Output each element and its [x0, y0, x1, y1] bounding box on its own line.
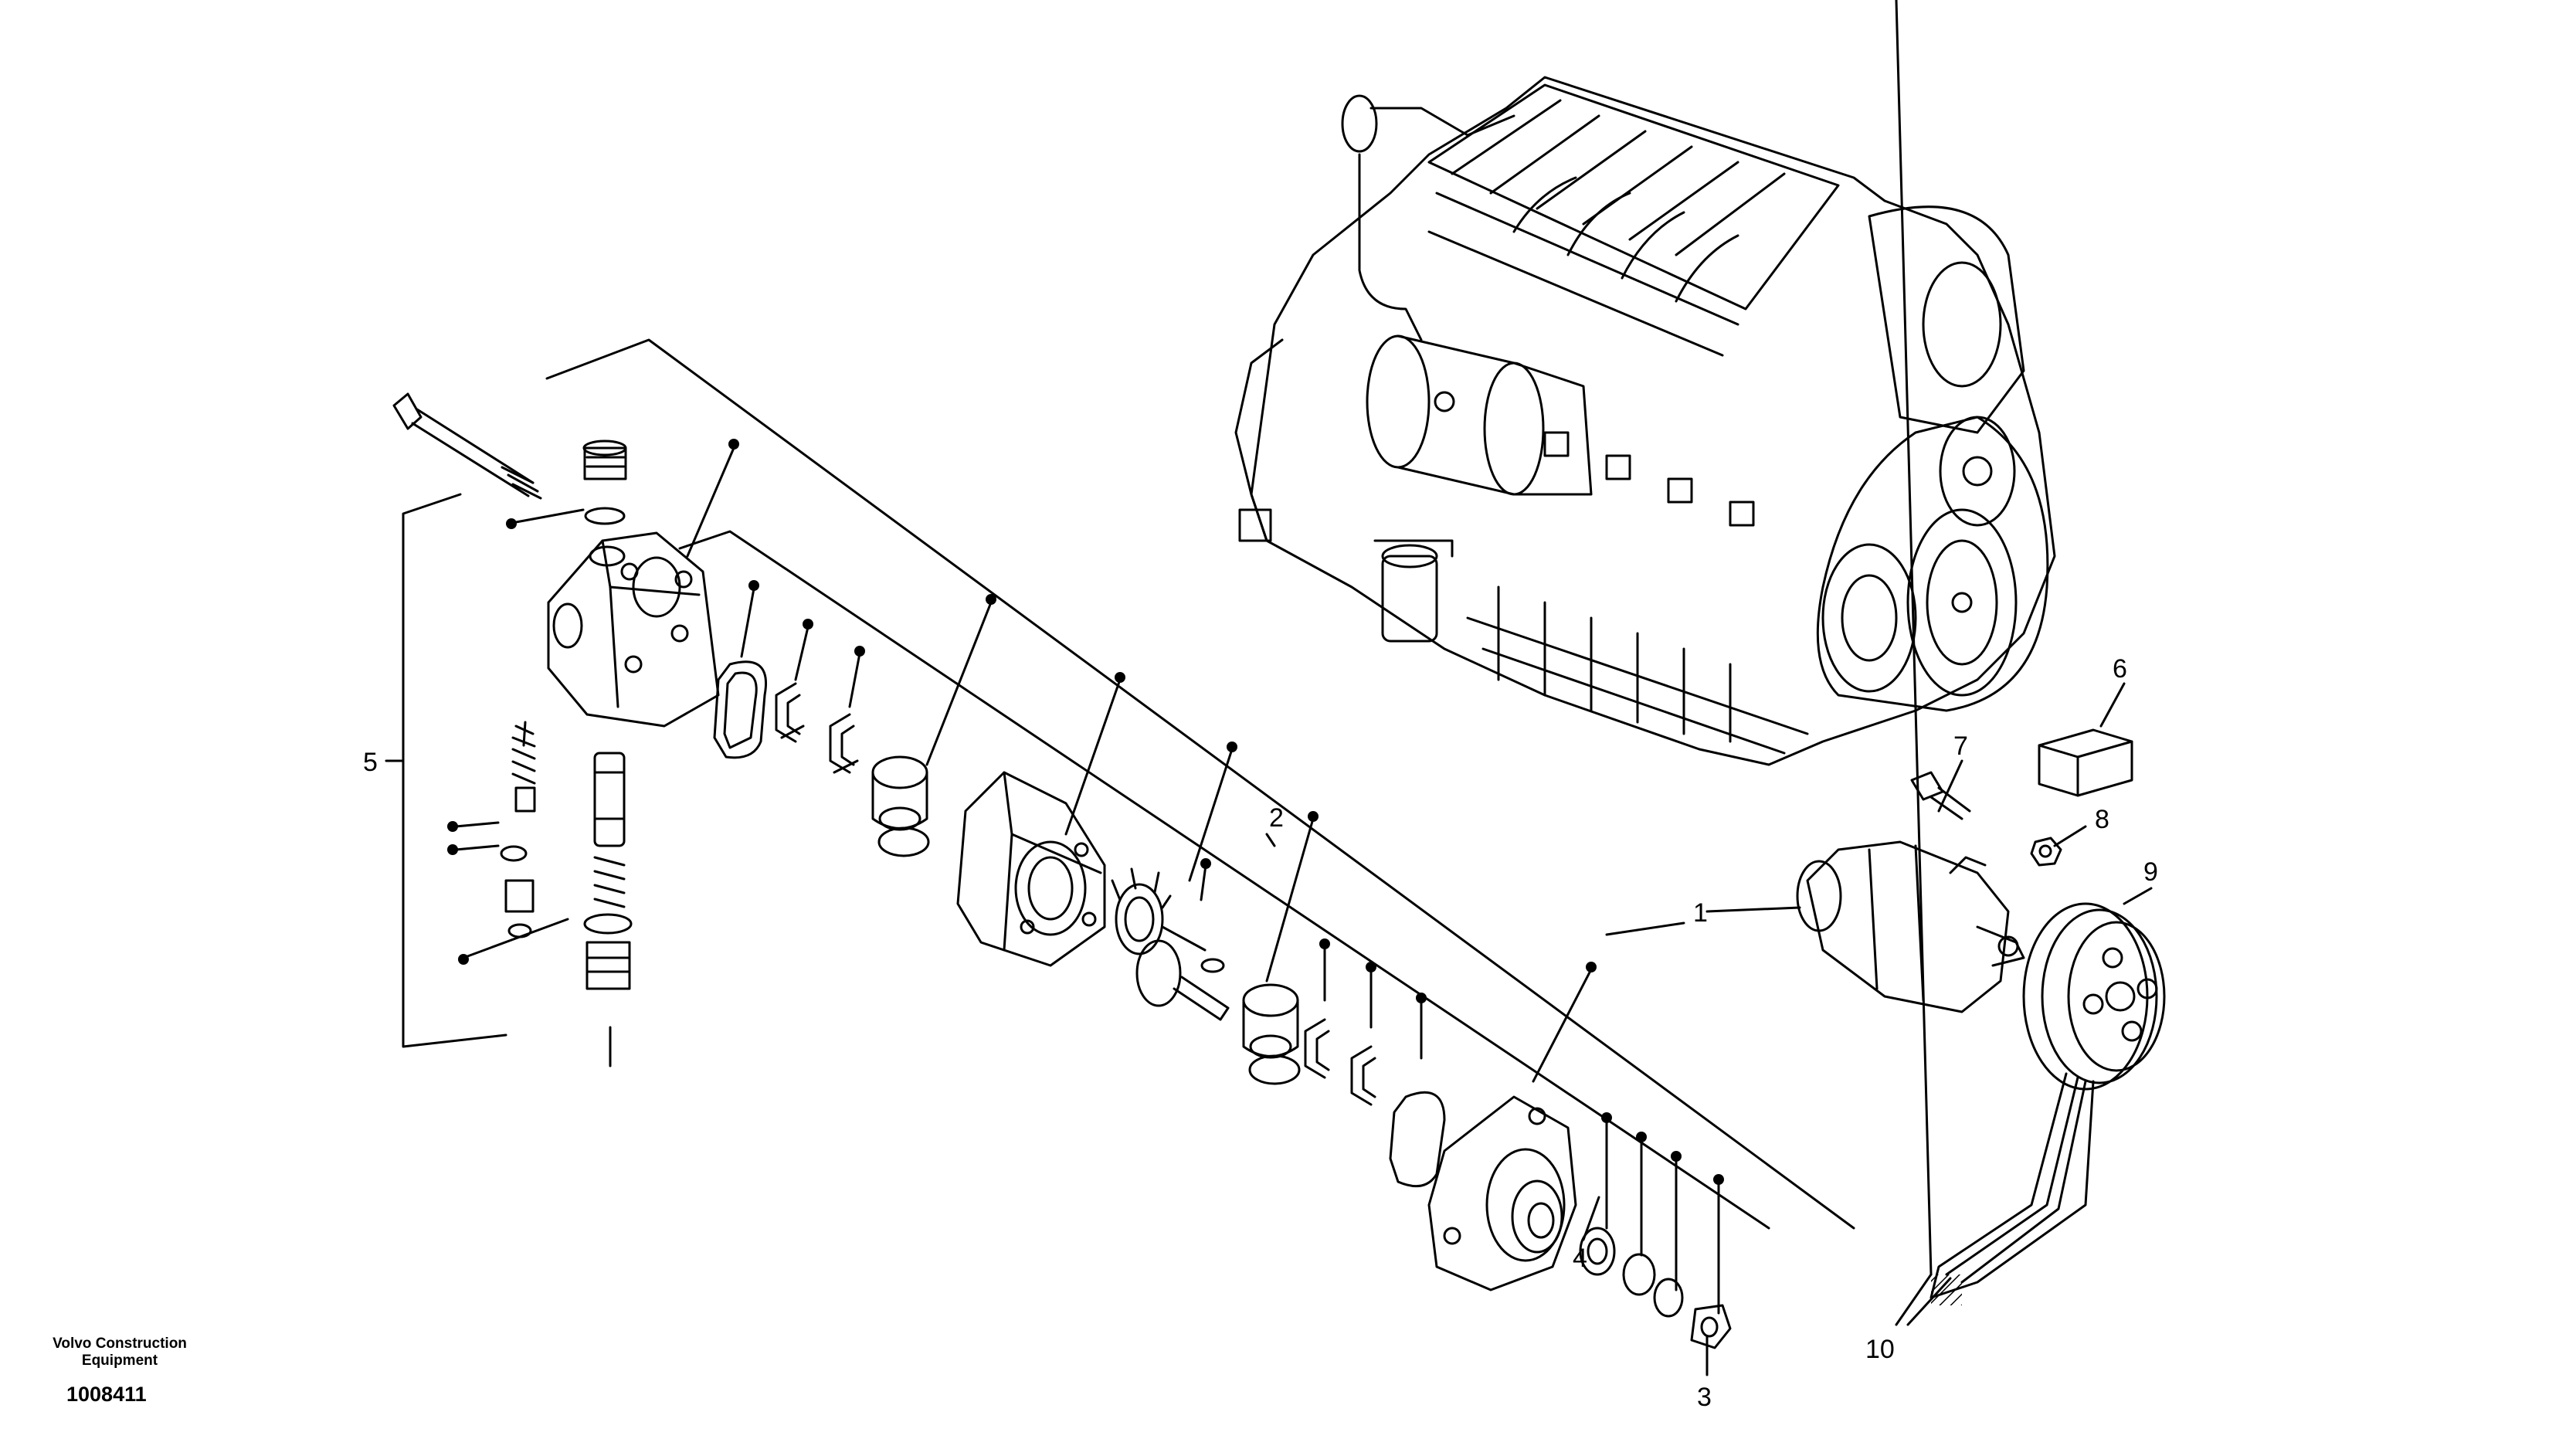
- gear-housing: [956, 771, 1106, 967]
- bolt: [392, 392, 542, 500]
- brand-name-line-2: Equipment: [81, 1352, 158, 1369]
- callout-8: 8: [2095, 805, 2109, 834]
- shaft-hardware: [1579, 1227, 1732, 1349]
- callout-3: 3: [1697, 1383, 1712, 1412]
- mounting-flange: [1427, 1095, 1577, 1291]
- seal-ring: [775, 682, 801, 743]
- callout-4: 4: [1573, 1244, 1587, 1273]
- callout-5: 5: [363, 748, 378, 777]
- key-block: [2038, 728, 2133, 797]
- plug: [582, 440, 627, 525]
- o-ring: [713, 660, 767, 759]
- hex-nut: [2030, 837, 2062, 867]
- assembled-pump: [1796, 840, 2025, 1013]
- relief-valve: [500, 725, 633, 990]
- v-belt: [1929, 1072, 2095, 1305]
- callout-2: 2: [1269, 803, 1284, 833]
- bushing-pair-2: [1242, 983, 1301, 1085]
- engine-illustration: [1234, 76, 2056, 766]
- reference-dots: [447, 439, 1724, 1185]
- bushing-pair: [871, 755, 930, 857]
- callout-10: 10: [1865, 1335, 1895, 1364]
- callout-1: 1: [1693, 898, 1708, 928]
- leader-lines: [385, 0, 2153, 1376]
- valve-block: [547, 531, 720, 728]
- callout-7: 7: [1953, 731, 1968, 761]
- pump-parts: [392, 392, 1732, 1349]
- callout-9: 9: [2143, 857, 2158, 887]
- gear-shafts: [1111, 867, 1230, 1021]
- drawing-number: 1008411: [66, 1383, 147, 1406]
- brand-name: Volvo Construction: [53, 1335, 187, 1352]
- cap-screw: [1910, 771, 1971, 820]
- callout-labels: 1 2 3 4 5 6 7 8 9 10: [363, 654, 2158, 1412]
- pulley: [2022, 902, 2166, 1091]
- callout-6: 6: [2113, 654, 2127, 684]
